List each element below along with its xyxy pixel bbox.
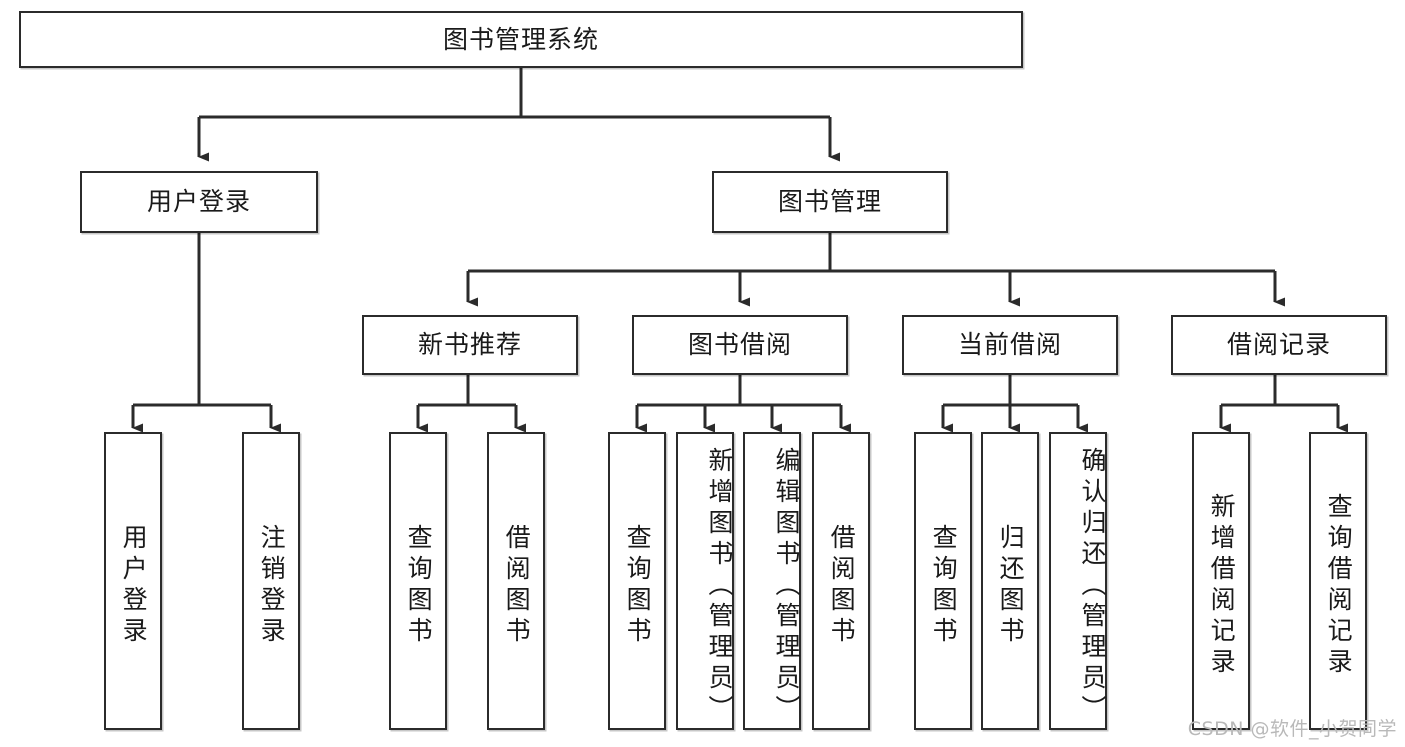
leaf-user-login-login[interactable]: 用户登录 bbox=[104, 432, 162, 730]
node-current-borrow[interactable]: 当前借阅 bbox=[902, 315, 1118, 375]
node-borrow-record[interactable]: 借阅记录 bbox=[1171, 315, 1387, 375]
node-label: 编辑图书（管理员） bbox=[772, 446, 801, 726]
node-book-borrow[interactable]: 图书借阅 bbox=[632, 315, 848, 375]
node-label: 当前借阅 bbox=[957, 330, 1062, 360]
node-label: 新增图书（管理员） bbox=[705, 446, 734, 726]
leaf-new-book-borrow-book[interactable]: 借阅图书 bbox=[487, 432, 545, 730]
node-label: 借阅图书 bbox=[827, 524, 857, 648]
leaf-current-query-book[interactable]: 查询图书 bbox=[914, 432, 972, 730]
node-label: 图书借阅 bbox=[687, 330, 792, 360]
node-book-management[interactable]: 图书管理 bbox=[712, 171, 948, 233]
leaf-record-query-borrow-record[interactable]: 查询借阅记录 bbox=[1309, 432, 1367, 730]
node-label: 用户登录 bbox=[146, 187, 251, 217]
node-label: 查询借阅记录 bbox=[1324, 493, 1354, 679]
node-label: 新增借阅记录 bbox=[1207, 493, 1237, 679]
leaf-borrow-query-book[interactable]: 查询图书 bbox=[608, 432, 666, 730]
node-label: 查询图书 bbox=[929, 524, 959, 648]
leaf-borrow-edit-book-admin[interactable]: 编辑图书（管理员） bbox=[743, 432, 801, 730]
node-user-login[interactable]: 用户登录 bbox=[80, 171, 318, 233]
leaf-borrow-borrow-book[interactable]: 借阅图书 bbox=[812, 432, 870, 730]
leaf-record-add-borrow-record[interactable]: 新增借阅记录 bbox=[1192, 432, 1250, 730]
node-label: 确认归还（管理员） bbox=[1078, 446, 1107, 726]
node-label: 新书推荐 bbox=[417, 330, 522, 360]
node-label: 图书管理系统 bbox=[442, 24, 599, 54]
leaf-new-book-query-book[interactable]: 查询图书 bbox=[389, 432, 447, 730]
leaf-borrow-add-book-admin[interactable]: 新增图书（管理员） bbox=[676, 432, 734, 730]
node-new-book-recommend[interactable]: 新书推荐 bbox=[362, 315, 578, 375]
node-root-book-management-system[interactable]: 图书管理系统 bbox=[19, 11, 1023, 68]
leaf-current-return-book[interactable]: 归还图书 bbox=[981, 432, 1039, 730]
watermark: CSDN @软件_小贺同学 bbox=[1187, 718, 1397, 740]
node-label: 借阅图书 bbox=[502, 524, 532, 648]
node-label: 用户登录 bbox=[119, 524, 149, 648]
node-label: 查询图书 bbox=[623, 524, 653, 648]
leaf-current-confirm-return-admin[interactable]: 确认归还（管理员） bbox=[1049, 432, 1107, 730]
leaf-user-login-logout[interactable]: 注销登录 bbox=[242, 432, 300, 730]
node-label: 图书管理 bbox=[777, 187, 882, 217]
node-label: 借阅记录 bbox=[1226, 330, 1331, 360]
node-label: 归还图书 bbox=[996, 524, 1026, 648]
node-label: 注销登录 bbox=[257, 524, 287, 648]
node-label: 查询图书 bbox=[404, 524, 434, 648]
